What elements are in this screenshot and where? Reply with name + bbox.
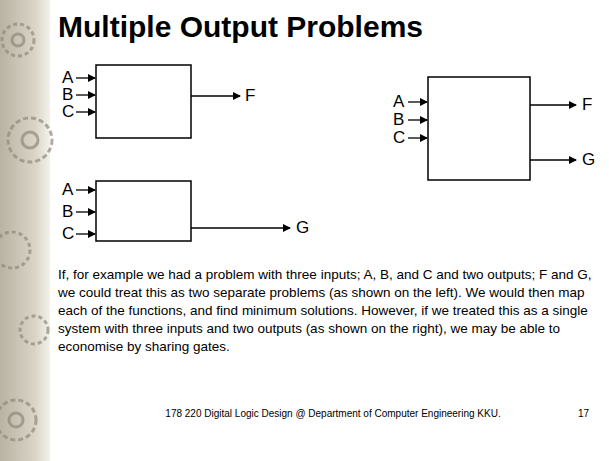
signal-name: C bbox=[62, 224, 74, 244]
logic-block bbox=[428, 77, 530, 180]
input-arrow bbox=[76, 211, 95, 212]
signal-name: C bbox=[62, 102, 74, 122]
body-text: If, for example we had a problem with th… bbox=[58, 266, 603, 356]
output-arrow bbox=[191, 227, 290, 228]
logic-block bbox=[96, 65, 191, 138]
input-arrow bbox=[76, 94, 95, 95]
footer-text: 178 220 Digital Logic Design @ Departmen… bbox=[165, 408, 500, 420]
input-arrow bbox=[76, 111, 95, 112]
slide-title: Multiple Output Problems bbox=[58, 10, 423, 45]
input-arrow bbox=[408, 119, 427, 120]
output-arrow bbox=[191, 95, 240, 96]
page-number: 17 bbox=[578, 408, 589, 420]
signal-name: A bbox=[393, 92, 404, 112]
input-arrow bbox=[76, 189, 95, 190]
output-arrow bbox=[530, 159, 576, 160]
signal-name: B bbox=[62, 85, 73, 105]
input-arrow bbox=[408, 101, 427, 102]
signal-name: F bbox=[582, 95, 592, 115]
signal-name: B bbox=[393, 110, 404, 130]
input-arrow bbox=[76, 77, 95, 78]
signal-name: F bbox=[245, 86, 255, 106]
signal-name: A bbox=[62, 68, 73, 88]
input-arrow bbox=[408, 137, 427, 138]
signal-name: B bbox=[62, 202, 73, 222]
output-arrow bbox=[530, 104, 576, 105]
gear-decor bbox=[0, 24, 52, 440]
decor-strip bbox=[0, 0, 50, 461]
input-arrow bbox=[76, 233, 95, 234]
signal-name: C bbox=[393, 128, 405, 148]
signal-name: G bbox=[296, 218, 309, 238]
signal-name: A bbox=[62, 180, 73, 200]
signal-name: G bbox=[582, 150, 595, 170]
logic-block bbox=[96, 181, 191, 241]
